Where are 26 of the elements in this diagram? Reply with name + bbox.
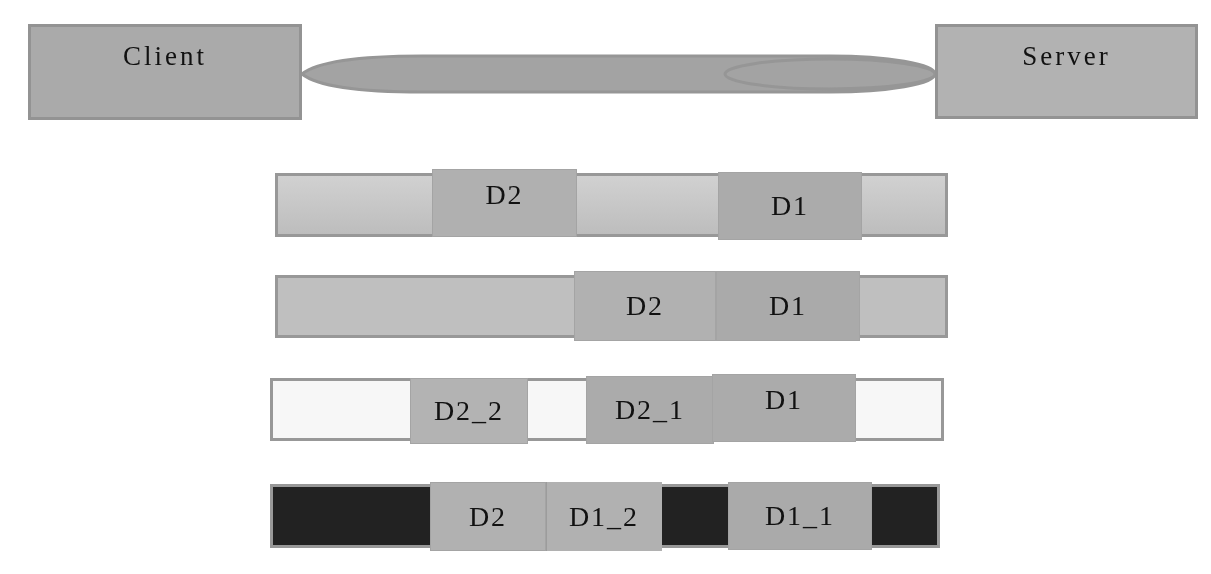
packet-segment	[574, 271, 716, 341]
host-box	[28, 24, 302, 120]
segment-label: D1_2	[568, 502, 640, 531]
packet-segment	[430, 482, 546, 551]
segment-label: D1_1	[764, 502, 836, 530]
segment-label: D2	[625, 292, 665, 320]
packet-segment	[432, 169, 577, 237]
packet-segment	[712, 374, 856, 442]
packet-bar	[270, 484, 940, 548]
pipe-connector	[300, 54, 937, 94]
packet-segment	[546, 482, 662, 551]
segment-label: D2_1	[614, 396, 686, 424]
packet-segment	[718, 172, 862, 240]
segment-label: D2	[485, 181, 524, 209]
segment-label: D2	[468, 502, 508, 531]
packet-segment	[716, 271, 860, 341]
packet-segment	[586, 376, 714, 444]
host-label: Client	[123, 43, 207, 70]
host-label: Server	[1022, 43, 1111, 70]
packet-segment	[728, 482, 872, 550]
segment-label: D1	[764, 386, 804, 414]
packet-segment	[410, 378, 528, 444]
host-box	[935, 24, 1198, 119]
segment-label: D1	[770, 192, 810, 220]
segment-label: D2_2	[433, 397, 505, 425]
segment-label: D1	[768, 292, 808, 320]
